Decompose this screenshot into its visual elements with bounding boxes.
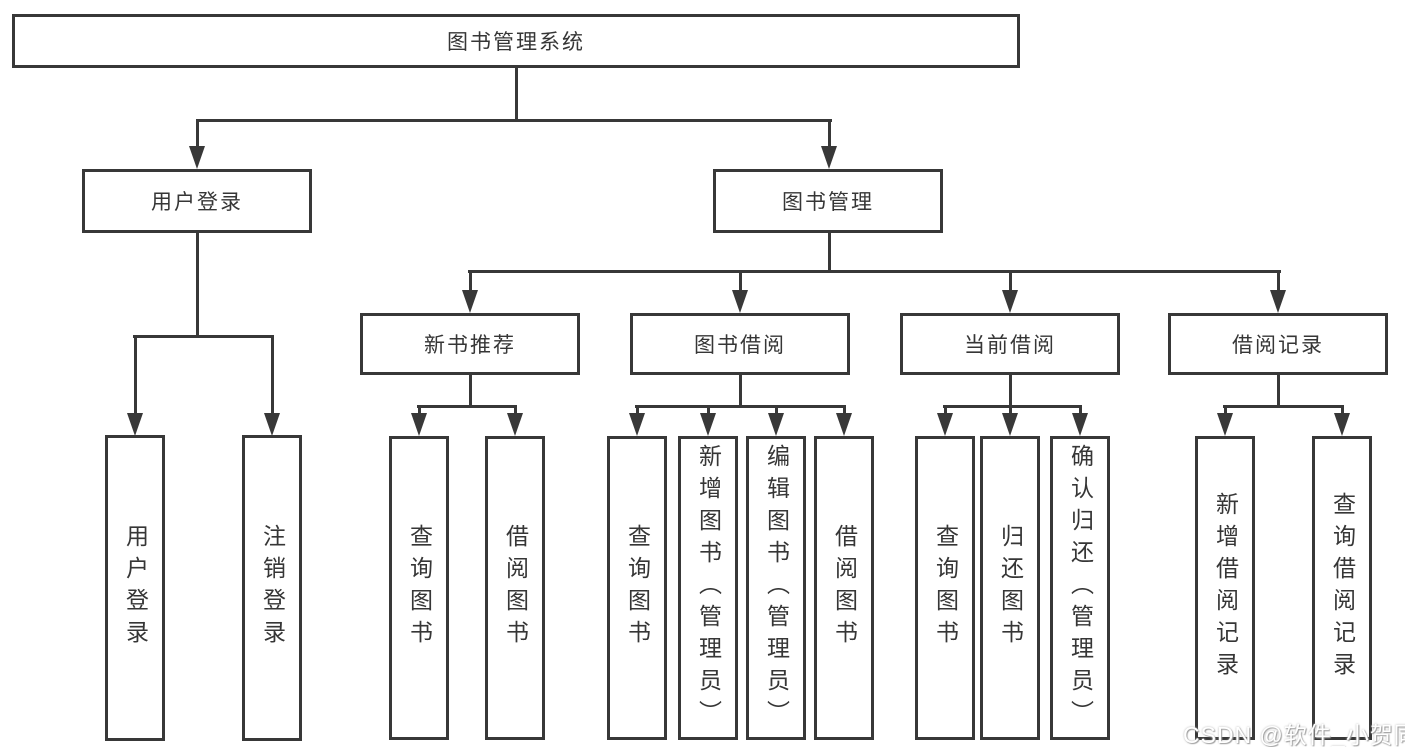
leaf-query-books-1: 查询图书: [389, 436, 449, 740]
connector-line: [417, 405, 517, 408]
arrow-head: [1217, 413, 1233, 436]
leaf-label: 查询图书: [932, 524, 959, 652]
connector-line: [775, 407, 778, 416]
arrow-head: [127, 413, 143, 436]
arrow-head: [836, 413, 852, 436]
arrow-head: [629, 413, 645, 436]
node-label: 图书借阅: [694, 334, 786, 357]
leaf-query-borrow-record: 查询借阅记录: [1312, 436, 1372, 740]
connector-line: [739, 374, 742, 408]
leaf-add-book-admin: 新增图书（管理员）: [678, 436, 738, 740]
connector-line: [943, 405, 1082, 408]
connector-line: [1009, 407, 1012, 416]
connector-line: [828, 121, 831, 149]
connector-line: [468, 270, 1281, 273]
arrow-head: [507, 413, 523, 436]
connector-line: [196, 119, 832, 122]
leaf-label: 查询图书: [406, 524, 433, 652]
node-new-book-recommend: 新书推荐: [360, 313, 580, 375]
connector-line: [514, 407, 517, 416]
leaf-return-book: 归还图书: [980, 436, 1040, 740]
arrow-head: [768, 413, 784, 436]
leaf-label: 注销登录: [259, 524, 286, 652]
arrow-head: [411, 413, 427, 436]
arrow-head: [264, 413, 280, 436]
leaf-label: 查询图书: [624, 524, 651, 652]
node-label: 用户登录: [151, 191, 243, 214]
leaf-label: 编辑图书（管理员）: [763, 444, 790, 732]
leaf-label: 用户登录: [122, 524, 149, 652]
leaf-label: 确认归还（管理员）: [1067, 444, 1094, 732]
arrow-head: [700, 413, 716, 436]
arrow-head: [189, 146, 205, 169]
connector-line: [1224, 407, 1227, 416]
leaf-label: 归还图书: [997, 524, 1024, 652]
connector-line: [469, 272, 472, 292]
connector-line: [515, 67, 518, 122]
arrow-head: [821, 146, 837, 169]
connector-line: [635, 405, 846, 408]
connector-line: [134, 337, 137, 416]
node-label: 新书推荐: [424, 334, 516, 357]
connector-line: [1079, 407, 1082, 416]
arrow-head: [1072, 413, 1088, 436]
leaf-label: 新增借阅记录: [1212, 492, 1239, 684]
connector-line: [1277, 374, 1280, 408]
leaf-label: 新增图书（管理员）: [695, 444, 722, 732]
connector-line: [739, 272, 742, 292]
connector-line: [133, 335, 274, 338]
arrow-head: [462, 290, 478, 313]
node-current-borrowing: 当前借阅: [900, 313, 1120, 375]
connector-line: [843, 407, 846, 416]
leaf-borrow-books-1: 借阅图书: [485, 436, 545, 740]
node-label: 图书管理: [782, 191, 874, 214]
connector-line: [944, 407, 947, 416]
node-library-system: 图书管理系统: [12, 14, 1020, 68]
leaf-borrow-books-2: 借阅图书: [814, 436, 874, 740]
connector-line: [1277, 272, 1280, 292]
node-book-management: 图书管理: [713, 169, 943, 233]
connector-line: [418, 407, 421, 416]
leaf-user-login: 用户登录: [105, 435, 165, 741]
arrow-head: [732, 290, 748, 313]
arrow-head: [1002, 413, 1018, 436]
connector-line: [1341, 407, 1344, 416]
leaf-label: 借阅图书: [831, 524, 858, 652]
leaf-query-books-2: 查询图书: [607, 436, 667, 740]
connector-line: [1223, 405, 1344, 408]
arrow-head: [1270, 290, 1286, 313]
arrow-head: [1334, 413, 1350, 436]
connector-line: [1009, 374, 1012, 408]
leaf-label: 借阅图书: [502, 524, 529, 652]
leaf-confirm-return-admin: 确认归还（管理员）: [1050, 436, 1110, 740]
connector-line: [636, 407, 639, 416]
node-user-login: 用户登录: [82, 169, 312, 233]
connector-line: [828, 232, 831, 273]
leaf-add-borrow-record: 新增借阅记录: [1195, 436, 1255, 740]
leaf-query-books-3: 查询图书: [915, 436, 975, 740]
arrow-head: [937, 413, 953, 436]
leaf-edit-book-admin: 编辑图书（管理员）: [746, 436, 806, 740]
node-label: 借阅记录: [1232, 334, 1324, 357]
leaf-logout: 注销登录: [242, 435, 302, 741]
node-label: 当前借阅: [964, 334, 1056, 357]
connector-line: [1009, 272, 1012, 292]
connector-line: [469, 374, 472, 408]
connector-line: [196, 232, 199, 338]
node-label: 图书管理系统: [447, 31, 585, 54]
arrow-head: [1002, 290, 1018, 313]
watermark: CSDN @软件_小贺同学: [1183, 722, 1405, 747]
connector-line: [196, 121, 199, 149]
node-borrow-records: 借阅记录: [1168, 313, 1388, 375]
connector-line: [271, 337, 274, 416]
connector-line: [707, 407, 710, 416]
node-book-borrowing: 图书借阅: [630, 313, 850, 375]
leaf-label: 查询借阅记录: [1329, 492, 1356, 684]
